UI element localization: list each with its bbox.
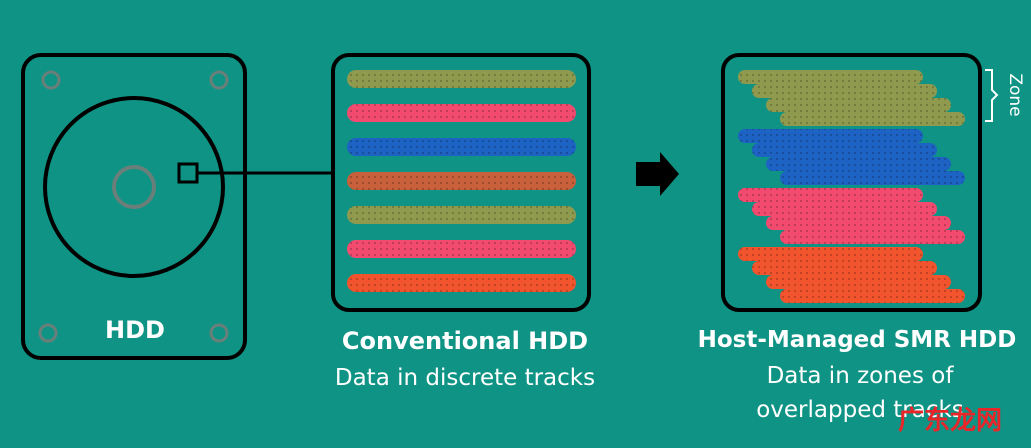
conventional-track-texture (347, 104, 576, 122)
right-arrow-icon (636, 152, 679, 196)
smr-track-texture (738, 188, 923, 202)
conventional-panel (331, 53, 591, 312)
conventional-tracks (347, 70, 576, 292)
conventional-track-texture (347, 274, 576, 292)
screw-bottom-left (38, 323, 58, 343)
smr-subtitle-line2: overlapped tracks (756, 397, 964, 423)
hdd-platter (43, 96, 225, 278)
hdd-track-selector (177, 162, 199, 184)
hdd-label: HDD (105, 316, 165, 344)
smr-track-texture (766, 98, 951, 112)
smr-panel (721, 53, 982, 312)
conventional-title: Conventional HDD (341, 327, 589, 355)
smr-track-texture (766, 157, 951, 171)
conventional-track-texture (347, 206, 576, 224)
smr-track-texture (780, 289, 965, 303)
smr-track-texture (752, 143, 937, 157)
smr-track-texture (738, 129, 923, 143)
zone-bracket (985, 69, 999, 122)
smr-track-texture (766, 216, 951, 230)
smr-tracks (738, 70, 965, 303)
smr-subtitle-line1: Data in zones of (766, 363, 954, 389)
smr-track-texture (766, 275, 951, 289)
screw-top-right (209, 70, 229, 90)
conventional-track-texture (347, 138, 576, 156)
smr-track-texture (738, 247, 923, 261)
smr-track-texture (738, 70, 923, 84)
smr-track-texture (752, 261, 937, 275)
conventional-track-texture (347, 70, 576, 88)
conventional-track-texture (347, 240, 576, 258)
conventional-subtitle: Data in discrete tracks (334, 365, 596, 391)
hdd-spindle (112, 165, 156, 209)
hdd-case (21, 53, 247, 360)
conventional-track-texture (347, 172, 576, 190)
hdd-drawing (21, 53, 333, 360)
zone-label: Zone (1005, 73, 1025, 116)
watermark: 广东龙网 (898, 406, 1003, 436)
smr-track-texture (780, 230, 965, 244)
smr-track-texture (780, 112, 965, 126)
smr-track-texture (752, 202, 937, 216)
smr-track-texture (780, 171, 965, 185)
screw-bottom-right (209, 323, 229, 343)
smr-track-texture (752, 84, 937, 98)
screw-top-left (41, 70, 61, 90)
smr-title: Host-Managed SMR HDD (697, 327, 1017, 353)
